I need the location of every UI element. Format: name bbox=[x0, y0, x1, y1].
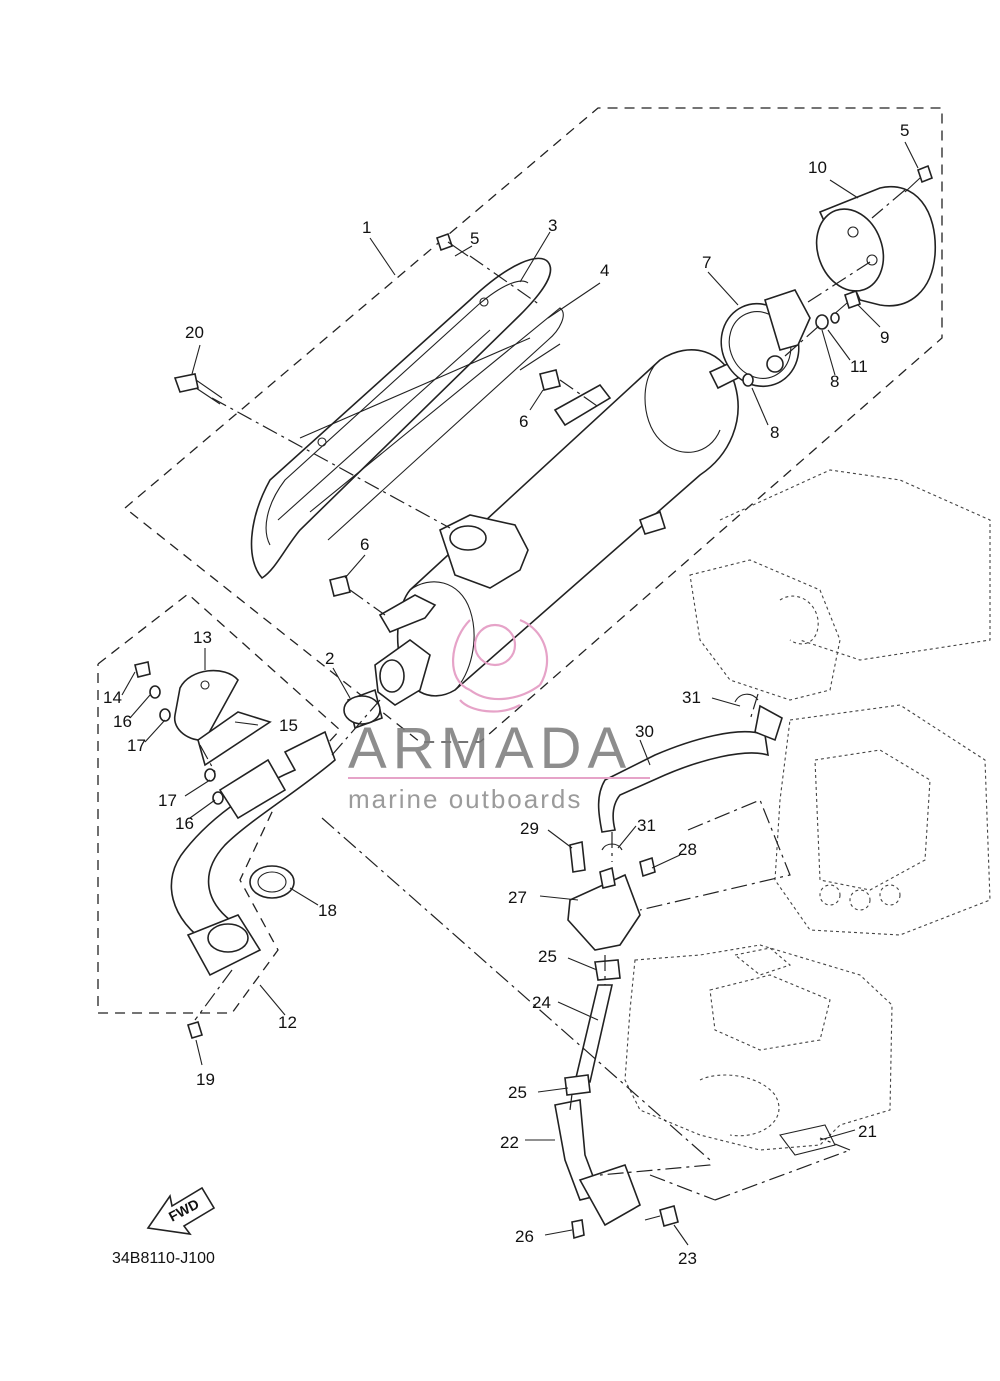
part-label-28: 28 bbox=[678, 840, 697, 859]
part-label-1: 1 bbox=[362, 218, 371, 237]
assembly-reference-lines bbox=[194, 189, 906, 1201]
part-label-21: 21 bbox=[858, 1122, 877, 1141]
part-label-17a: 17 bbox=[127, 736, 146, 755]
part-label-16b: 16 bbox=[175, 814, 194, 833]
watermark-logo-icon bbox=[452, 618, 549, 713]
watermark-brand: ARMADA bbox=[348, 716, 632, 781]
fwd-arrow: FWD bbox=[146, 1186, 216, 1236]
watermark: ARMADA marine outboards bbox=[348, 618, 650, 814]
part-labels: 1 2 3 4 5 5 6 6 7 8 8 9 10 11 12 13 14 1… bbox=[103, 121, 909, 1268]
part-label-15: 15 bbox=[279, 716, 298, 735]
watermark-tagline: marine outboards bbox=[348, 784, 582, 814]
part-label-24: 24 bbox=[532, 993, 551, 1012]
part-label-12: 12 bbox=[278, 1013, 297, 1032]
exhaust-pipe bbox=[170, 688, 383, 1039]
engine-block bbox=[624, 469, 991, 1156]
heat-plate bbox=[309, 307, 564, 541]
part-label-5b: 5 bbox=[900, 121, 909, 140]
part-label-9: 9 bbox=[880, 328, 889, 347]
part-label-17b: 17 bbox=[158, 791, 177, 810]
heat-protector bbox=[134, 661, 272, 805]
part-label-4: 4 bbox=[600, 261, 609, 280]
part-label-8a: 8 bbox=[830, 372, 839, 391]
leader-lines bbox=[121, 141, 919, 1246]
part-label-22: 22 bbox=[500, 1133, 519, 1152]
breather-hose bbox=[554, 693, 783, 1240]
part-label-31b: 31 bbox=[637, 816, 656, 835]
muffler-body bbox=[374, 349, 740, 706]
part-label-13: 13 bbox=[193, 628, 212, 647]
part-label-14: 14 bbox=[103, 688, 122, 707]
tail-cap bbox=[720, 289, 811, 388]
part-label-16a: 16 bbox=[113, 712, 132, 731]
part-label-19: 19 bbox=[196, 1070, 215, 1089]
part-label-3: 3 bbox=[548, 216, 557, 235]
part-label-7: 7 bbox=[702, 253, 711, 272]
part-label-8b: 8 bbox=[770, 423, 779, 442]
part-label-23: 23 bbox=[678, 1249, 697, 1268]
part-label-31a: 31 bbox=[682, 688, 701, 707]
part-label-6b: 6 bbox=[360, 535, 369, 554]
part-label-25b: 25 bbox=[508, 1083, 527, 1102]
part-label-27: 27 bbox=[508, 888, 527, 907]
part-label-10: 10 bbox=[808, 158, 827, 177]
part-label-5a: 5 bbox=[470, 229, 479, 248]
assembly-12-boundary bbox=[97, 593, 341, 1014]
part-label-18: 18 bbox=[318, 901, 337, 920]
part-label-30: 30 bbox=[635, 722, 654, 741]
fasteners bbox=[173, 164, 933, 597]
part-label-6a: 6 bbox=[519, 412, 528, 431]
part-label-20: 20 bbox=[185, 323, 204, 342]
part-label-29: 29 bbox=[520, 819, 539, 838]
part-label-11: 11 bbox=[850, 357, 868, 376]
part-label-26: 26 bbox=[515, 1227, 534, 1246]
assembly-1-boundary bbox=[124, 107, 943, 743]
part-label-2: 2 bbox=[325, 649, 334, 668]
part-label-25a: 25 bbox=[538, 947, 557, 966]
protector-cap bbox=[815, 185, 936, 307]
diagram-code: 34B8110-J100 bbox=[112, 1250, 215, 1267]
